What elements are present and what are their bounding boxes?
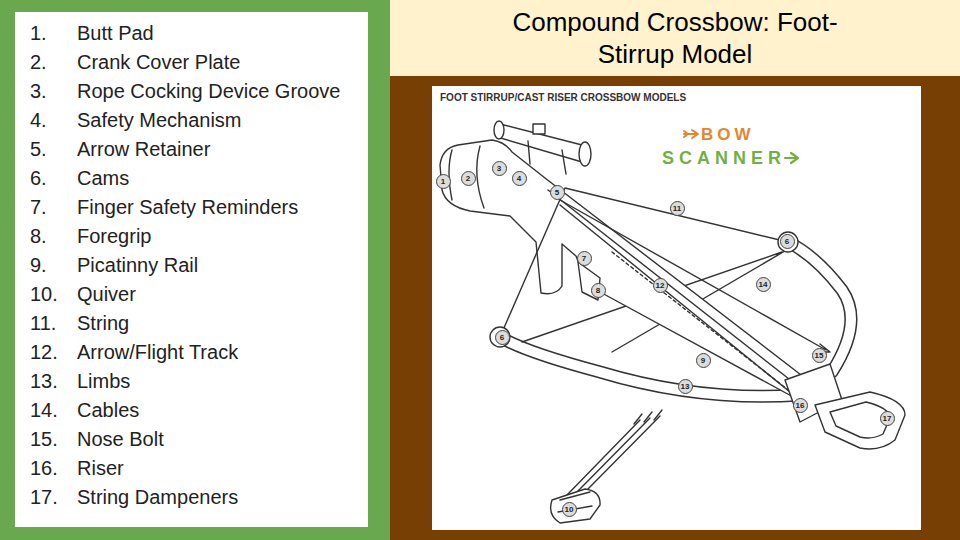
callout-number: 8 [591, 283, 606, 298]
callout-number: 12 [653, 278, 668, 293]
part-name: String Dampeners [77, 485, 238, 509]
part-number: 5. [30, 137, 47, 161]
callout-number: 7 [577, 251, 592, 266]
callout-number: 13 [678, 379, 693, 394]
callout-number: 11 [670, 201, 685, 216]
callout-number: 4 [512, 171, 527, 186]
part-name: Quiver [77, 282, 136, 306]
part-name: Riser [77, 456, 124, 480]
callout-number: 16 [793, 398, 808, 413]
callout-number: 10 [562, 502, 577, 517]
part-number: 17. [30, 485, 58, 509]
part-number: 14. [30, 398, 58, 422]
part-name: Cams [77, 166, 129, 190]
part-name: Butt Pad [77, 21, 154, 45]
part-name: Finger Safety Reminders [77, 195, 298, 219]
watermark: BOW [701, 125, 755, 145]
part-name: Arrow Retainer [77, 137, 210, 161]
part-number: 1. [30, 21, 47, 45]
part-name: Rope Cocking Device Groove [77, 79, 340, 103]
callout-number: 5 [550, 185, 565, 200]
part-number: 11. [30, 311, 56, 335]
callout-number: 15 [812, 348, 827, 363]
callout-number: 6 [495, 330, 510, 345]
part-number: 12. [30, 340, 58, 364]
callout-number: 9 [696, 353, 711, 368]
part-name: Cables [77, 398, 139, 422]
part-number: 6. [30, 166, 47, 190]
part-number: 3. [30, 79, 47, 103]
part-number: 16. [30, 456, 58, 480]
part-name: Nose Bolt [77, 427, 164, 451]
part-number: 13. [30, 369, 58, 393]
part-number: 15. [30, 427, 58, 451]
part-name: Safety Mechanism [77, 108, 242, 132]
part-name: Picatinny Rail [77, 253, 198, 277]
callout-number: 14 [756, 277, 771, 292]
part-name: Arrow/Flight Track [77, 340, 238, 364]
callout-number: 2 [461, 171, 476, 186]
part-number: 9. [30, 253, 47, 277]
callout-number: 1 [436, 174, 451, 189]
part-name: Foregrip [77, 224, 151, 248]
watermark: SCANNER [662, 148, 786, 168]
callout-number: 6 [780, 234, 795, 249]
part-name: Limbs [77, 369, 130, 393]
callout-number: 17 [880, 411, 895, 426]
subheading: FOOT STIRRUP/CAST RISER CROSSBOW MODELS [440, 92, 686, 104]
part-number: 8. [30, 224, 47, 248]
part-number: 10. [30, 282, 58, 306]
callout-number: 3 [492, 161, 507, 176]
part-number: 4. [30, 108, 47, 132]
part-number: 7. [30, 195, 47, 219]
part-number: 2. [30, 50, 47, 74]
part-name: Crank Cover Plate [77, 50, 240, 74]
part-name: String [77, 311, 129, 335]
page-title: Compound Crossbow: Foot-Stirrup Model [500, 6, 850, 70]
